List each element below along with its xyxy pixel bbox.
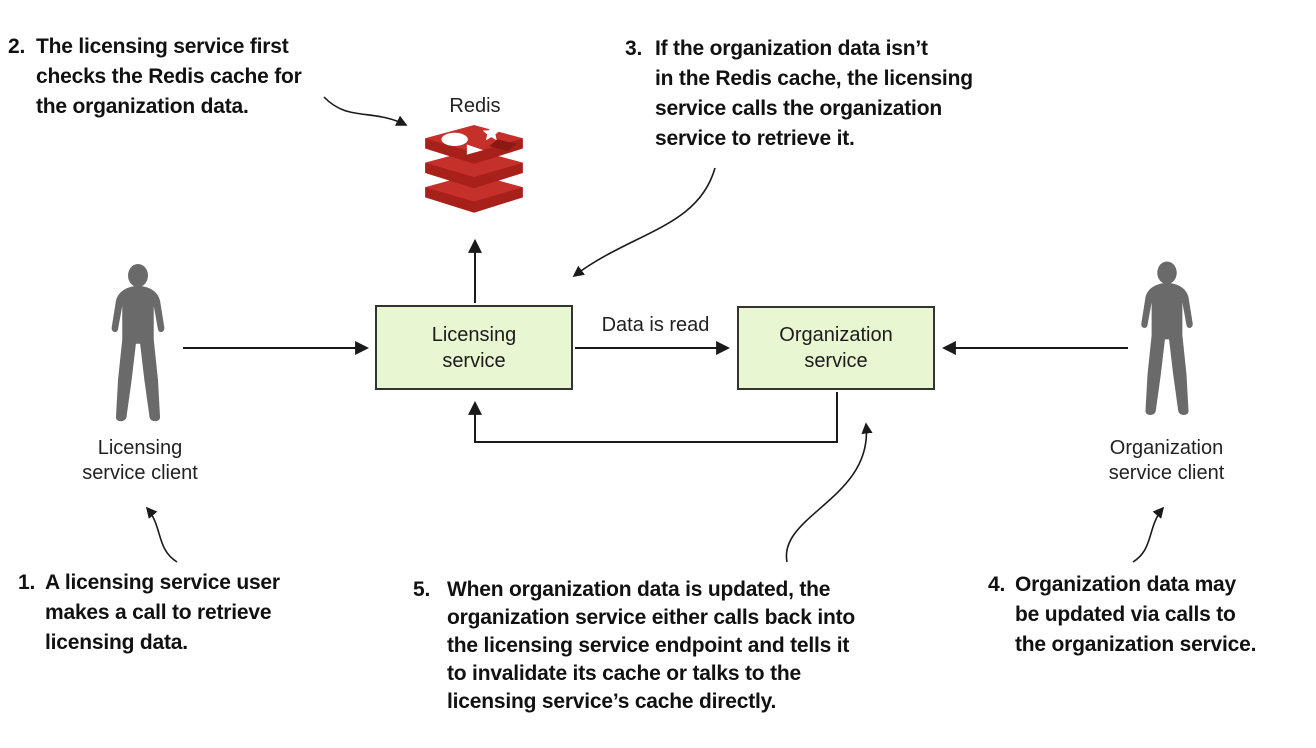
redis-label: Redis: [449, 95, 501, 117]
annotation-text: The licensing service first checks the R…: [36, 35, 302, 118]
redis-icon: [418, 122, 530, 231]
annotation-step-5: 5. When organization data is updated, th…: [413, 576, 855, 716]
arrow-note4-to-organization-client: [1132, 506, 1165, 563]
annotation-number: 2.: [8, 35, 26, 58]
annotation-number: 3.: [625, 37, 643, 60]
annotation-text: If the organization data isn’t in the Re…: [655, 37, 973, 150]
arrow-note2-to-redis: [323, 96, 408, 126]
annotation-step-3: 3. If the organization data isn’t in the…: [625, 34, 973, 154]
annotation-number: 4.: [988, 573, 1006, 596]
annotation-step-2: 2. The licensing service first checks th…: [8, 32, 302, 122]
organization-service-node: Organization service: [737, 306, 935, 390]
licensing-client-person-icon: [96, 264, 180, 437]
annotation-number: 1.: [18, 571, 36, 594]
licensing-service-node: Licensing service: [375, 305, 573, 390]
arrow-note3-to-licensing: [572, 167, 716, 278]
licensing-client-label: Licensing service client: [82, 437, 198, 484]
annotation-text: A licensing service user makes a call to…: [45, 571, 280, 654]
annotation-number: 5.: [413, 578, 431, 601]
arrow-note1-to-licensing-client: [145, 506, 178, 563]
annotation-text: Organization data may be updated via cal…: [1015, 573, 1257, 656]
annotation-text: When organization data is updated, the o…: [447, 578, 856, 713]
organization-client-person-icon: [1126, 261, 1208, 431]
edge-label-data-is-read: Data is read: [601, 314, 710, 336]
annotation-step-1: 1. A licensing service user makes a call…: [18, 568, 280, 658]
annotation-step-4: 4. Organization data may be updated via …: [988, 570, 1256, 660]
organization-client-label: Organization service client: [1108, 437, 1225, 484]
arrow-organization-feedback-to-licensing: [468, 392, 838, 443]
arrow-note5-to-organization: [785, 422, 873, 563]
